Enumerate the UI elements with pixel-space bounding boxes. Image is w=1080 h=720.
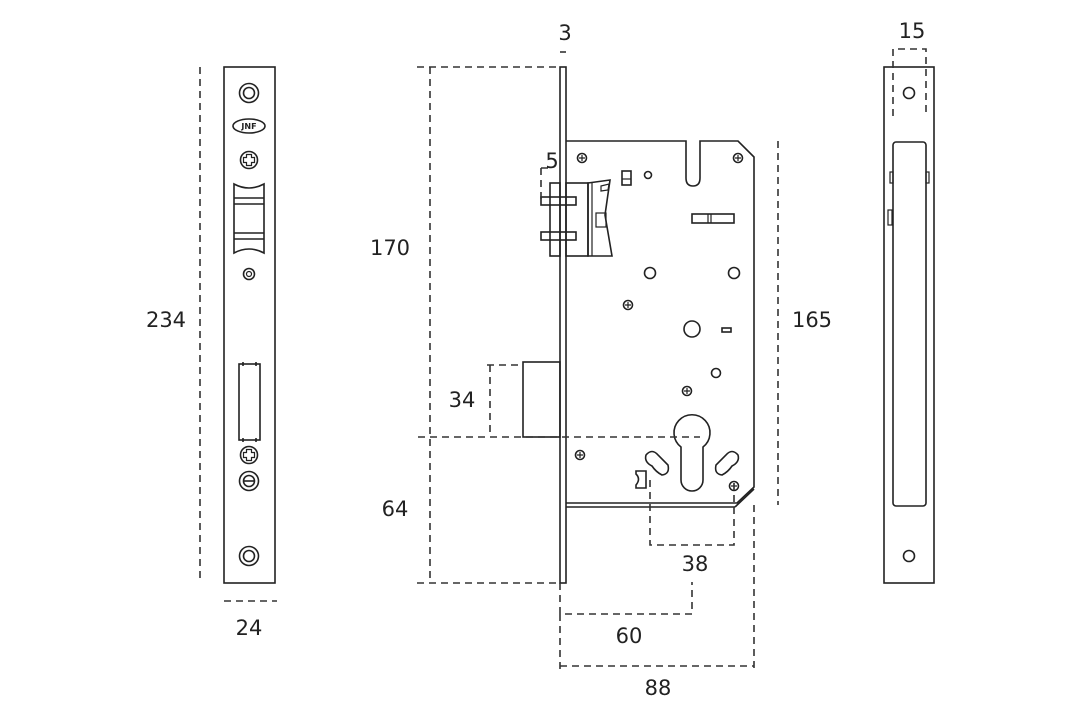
euro-cylinder-cutout: [673, 413, 711, 492]
mounting-slot-left: [644, 450, 670, 476]
case-screw-icon: [681, 385, 693, 397]
side-profile-view: 3 5 170 34 64 165 38 60 88: [370, 21, 832, 700]
front-faceplate-view: JNF: [146, 66, 277, 640]
small-screw-icon: [242, 267, 256, 281]
lock-case-outline: [566, 140, 755, 504]
brand-logo-text: JNF: [240, 122, 256, 131]
spindle-hole: [683, 320, 701, 338]
dim-backset: 60: [616, 624, 643, 648]
small-slot: [721, 327, 732, 333]
follower-hole: [643, 266, 657, 280]
latch-mechanism: [540, 179, 613, 257]
deadbolt-face: [238, 362, 261, 442]
edge-bottom-hole: [902, 549, 916, 563]
deadbolt: [522, 361, 561, 438]
mounting-slot-right: [714, 450, 740, 476]
dim-latch-projection: 5: [545, 149, 558, 173]
edge-view: 15: [883, 19, 935, 584]
edge-plate-outline: [883, 66, 935, 584]
phillips-screw-icon: [239, 150, 259, 170]
dim-handle-to-cylinder: 38: [682, 552, 709, 576]
small-switch: [621, 170, 632, 186]
dim-line-deadbolt: [487, 364, 523, 437]
case-screw-icon: [732, 152, 744, 164]
follower-hole: [727, 266, 741, 280]
faceplate-edge: [559, 66, 567, 584]
phillips-screw-icon: [239, 445, 259, 465]
slotted-screw-icon: [238, 470, 260, 492]
faceplate-outline: [223, 66, 276, 584]
dim-deadbolt-height: 34: [449, 388, 476, 412]
case-screw-icon: [576, 152, 588, 164]
edge-tab-right: [925, 171, 930, 184]
dim-faceplate-height: 234: [146, 308, 186, 332]
bottom-mounting-hole: [238, 545, 260, 567]
latch-bolt-face: [233, 182, 265, 255]
dim-line-latch: [540, 167, 548, 200]
case-screw-icon: [574, 449, 586, 461]
slider-slot: [691, 213, 735, 224]
dim-line-case-depth: [559, 505, 755, 672]
edge-tab-left: [889, 171, 894, 184]
dim-case-height: 165: [792, 308, 832, 332]
dim-thickness: 3: [558, 21, 571, 45]
case-screw-icon: [622, 299, 634, 311]
case-bottom-chamfer: [734, 488, 755, 508]
top-mounting-hole: [238, 82, 260, 104]
dim-top-to-handle: 170: [370, 236, 410, 260]
dim-line-cylinder: [649, 480, 735, 546]
small-hole: [710, 367, 722, 379]
dim-faceplate-width: 24: [236, 616, 263, 640]
dim-case-depth: 88: [645, 676, 672, 700]
edge-tab-lower: [887, 209, 893, 226]
dim-line-backset: [559, 582, 693, 615]
dim-handle-to-bottom: 64: [382, 497, 409, 521]
edge-top-hole: [902, 86, 916, 100]
small-rivet: [643, 170, 653, 180]
brand-logo: JNF: [232, 118, 266, 134]
dim-edge-width: 15: [899, 19, 926, 43]
dim-line-edge-width: [892, 48, 927, 116]
edge-case-body: [892, 141, 927, 507]
clip-bracket: [635, 470, 647, 489]
